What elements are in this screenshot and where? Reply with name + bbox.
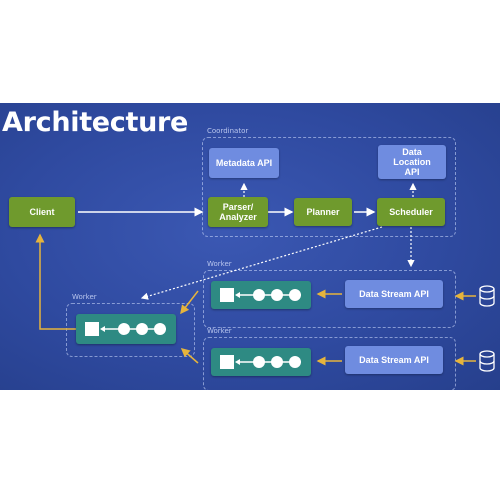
planner-box: Planner — [294, 198, 352, 226]
top-pipeline-to-left-arrow — [180, 290, 199, 315]
pipeline-icon — [220, 355, 301, 369]
worker-to-client-arrow — [35, 233, 76, 330]
pipeline-top — [211, 281, 311, 309]
pipeline-left — [76, 314, 176, 344]
scheduler-box: Scheduler — [377, 198, 445, 226]
parser-analyzer-box: Parser/ Analyzer — [208, 197, 268, 227]
scheduler-to-worker-left-arrow — [140, 226, 383, 300]
data-stream-api-top-box: Data Stream API — [345, 280, 443, 308]
worker-left-label: Worker — [72, 293, 97, 301]
worker-left-group — [66, 303, 195, 357]
pipeline-bottom — [211, 348, 311, 376]
client-box: Client — [9, 197, 75, 227]
coordinator-label: Coordinator — [207, 127, 249, 135]
data-location-api-box: Data Location API — [378, 145, 446, 179]
worker-bottom-label: Worker — [207, 327, 232, 335]
bottom-pipeline-to-left-arrow — [180, 348, 199, 364]
coordinator-group — [202, 137, 456, 237]
metadata-api-box: Metadata API — [209, 148, 279, 178]
database-icon — [479, 285, 495, 307]
connector-layer — [35, 182, 495, 372]
pipeline-icon — [220, 288, 301, 302]
slide-title: Architecture — [2, 107, 189, 138]
data-stream-api-bottom-box: Data Stream API — [345, 346, 443, 374]
pipeline-icon — [85, 322, 166, 336]
worker-top-label: Worker — [207, 260, 232, 268]
database-icon — [479, 350, 495, 372]
architecture-slide: Architecture Coordinator Worker Worker W… — [0, 103, 500, 390]
